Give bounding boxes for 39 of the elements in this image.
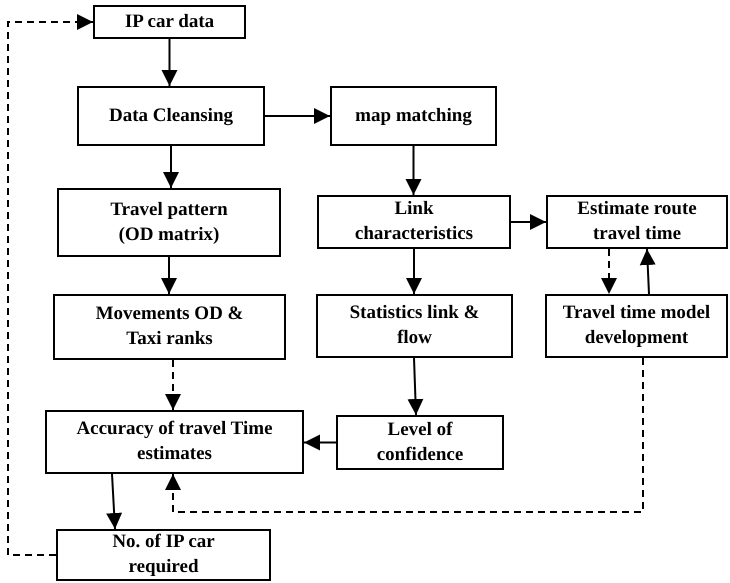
arrow — [163, 146, 179, 188]
box-label: Travel pattern (OD matrix) — [109, 198, 229, 246]
arrow — [165, 360, 181, 410]
arrow — [165, 358, 644, 513]
process-box — [316, 294, 513, 358]
process-box — [77, 86, 265, 146]
process-box — [93, 5, 246, 39]
process-box — [336, 415, 504, 470]
process-box — [546, 195, 728, 249]
arrow — [7, 14, 93, 556]
arrow — [407, 358, 424, 416]
box-label: Link characteristics — [354, 197, 474, 246]
box-label: Estimate route travel time — [576, 197, 698, 246]
arrow — [304, 434, 336, 450]
arrow — [640, 248, 656, 294]
box-label: Movements OD & Taxi ranks — [94, 302, 244, 351]
process-box — [45, 410, 304, 474]
box-label: Accuracy of travel Time estimates — [75, 417, 274, 466]
arrow — [161, 257, 177, 294]
arrow — [406, 249, 422, 294]
box-label: IP car data — [124, 10, 214, 34]
box-label: Statistics link & flow — [348, 301, 480, 350]
arrow — [406, 146, 422, 195]
arrow — [511, 214, 546, 230]
box-label: map matching — [355, 104, 472, 128]
box-label: No. of IP car required — [111, 530, 216, 579]
arrow — [162, 39, 178, 86]
arrow — [265, 108, 330, 124]
box-label: Travel time model development — [562, 301, 712, 350]
box-label: Data Cleansing — [108, 104, 234, 128]
process-box — [330, 86, 497, 146]
process-box — [56, 529, 271, 581]
box-label: Level of confidence — [376, 418, 464, 466]
process-box — [53, 294, 286, 360]
process-box — [317, 195, 511, 249]
arrow — [106, 474, 122, 530]
process-box — [545, 294, 728, 358]
process-box — [57, 188, 281, 257]
arrow — [601, 249, 617, 294]
